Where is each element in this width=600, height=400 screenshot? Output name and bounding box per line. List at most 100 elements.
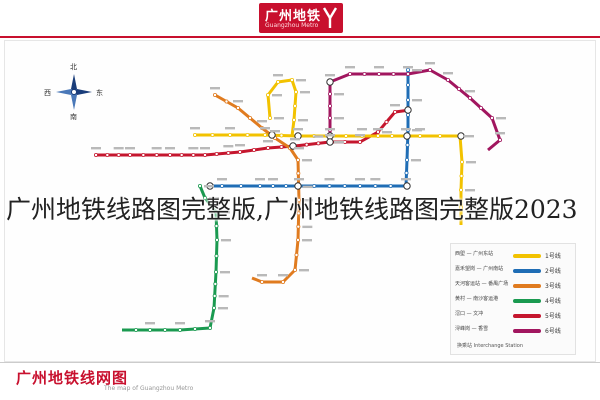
station-dot[interactable]: [304, 142, 309, 147]
station-dot[interactable]: [327, 104, 332, 109]
legend-row-line2[interactable]: 嘉禾望岗 — 广州南站 2号线: [455, 265, 573, 277]
station-dot[interactable]: [212, 293, 217, 298]
station-dot[interactable]: [267, 116, 272, 121]
station-dot[interactable]: [213, 281, 218, 286]
station-dot[interactable]: [343, 133, 348, 138]
station-dot[interactable]: [342, 183, 347, 188]
station-dot[interactable]: [362, 72, 367, 77]
legend-row-line5[interactable]: 滘口 — 文冲 5号线: [455, 310, 573, 322]
station-dot[interactable]: [291, 118, 296, 123]
station-dot[interactable]: [265, 145, 270, 150]
station-dot[interactable]: [141, 152, 146, 157]
station-dot[interactable]: [389, 133, 394, 138]
station-dot[interactable]: [275, 80, 280, 85]
line5-route[interactable]: [96, 108, 411, 157]
station-dot[interactable]: [391, 72, 396, 77]
station-dot[interactable]: [214, 237, 219, 242]
interchange-station[interactable]: [404, 106, 412, 114]
station-dot[interactable]: [279, 144, 284, 149]
legend-row-line1[interactable]: 西塱 — 广州东站 1号线: [455, 250, 573, 262]
station-dot[interactable]: [257, 183, 262, 188]
station-dot[interactable]: [127, 152, 132, 157]
station-dot[interactable]: [167, 152, 172, 157]
interchange-station[interactable]: [326, 138, 334, 146]
station-dot[interactable]: [214, 253, 219, 258]
station-dot[interactable]: [296, 211, 301, 216]
station-dot[interactable]: [357, 139, 362, 144]
legend-row-line3[interactable]: 天河客运站 — 番禺广场 3号线: [455, 280, 573, 292]
station-dot[interactable]: [405, 113, 410, 118]
station-dot[interactable]: [94, 152, 99, 157]
station-dot[interactable]: [147, 327, 152, 332]
station-dot[interactable]: [405, 83, 410, 88]
station-dot[interactable]: [456, 87, 461, 92]
line6-route[interactable]: [328, 68, 502, 152]
station-dot[interactable]: [405, 68, 410, 73]
line1-branch-route[interactable]: [266, 78, 298, 137]
interchange-station[interactable]: [457, 132, 465, 140]
interchange-station[interactable]: [326, 78, 334, 86]
station-dot[interactable]: [327, 116, 332, 121]
station-dot[interactable]: [347, 72, 352, 77]
station-dot[interactable]: [294, 252, 299, 257]
station-dot[interactable]: [219, 183, 224, 188]
station-dot[interactable]: [376, 72, 381, 77]
station-dot[interactable]: [265, 93, 270, 98]
station-dot[interactable]: [211, 305, 216, 310]
station-dot[interactable]: [327, 183, 332, 188]
station-dot[interactable]: [213, 269, 218, 274]
station-dot[interactable]: [116, 152, 121, 157]
station-dot[interactable]: [293, 90, 298, 95]
station-dot[interactable]: [388, 183, 393, 188]
station-dot[interactable]: [210, 132, 215, 137]
station-dot[interactable]: [207, 325, 212, 330]
station-dot[interactable]: [202, 152, 207, 157]
station-dot[interactable]: [162, 327, 167, 332]
station-dot[interactable]: [224, 99, 229, 104]
station-dot[interactable]: [202, 195, 207, 200]
station-dot[interactable]: [459, 159, 464, 164]
station-dot[interactable]: [289, 78, 294, 83]
station-dot[interactable]: [105, 152, 110, 157]
station-dot[interactable]: [405, 142, 410, 147]
station-dot[interactable]: [214, 151, 219, 156]
station-dot[interactable]: [295, 157, 300, 162]
station-dot[interactable]: [467, 96, 472, 101]
interchange-station[interactable]: [403, 182, 411, 190]
station-dot[interactable]: [295, 237, 300, 242]
station-dot[interactable]: [357, 183, 362, 188]
station-dot[interactable]: [404, 157, 409, 162]
metro-logo[interactable]: 广州地铁 Guangzhou Metro: [259, 3, 343, 33]
line3-route[interactable]: [214, 93, 301, 284]
station-dot[interactable]: [259, 279, 264, 284]
interchange-station[interactable]: [403, 132, 411, 140]
station-dot[interactable]: [312, 183, 317, 188]
station-dot[interactable]: [133, 327, 138, 332]
station-dot[interactable]: [458, 187, 463, 192]
station-dot[interactable]: [212, 93, 217, 98]
station-dot[interactable]: [437, 133, 442, 138]
station-dot[interactable]: [458, 205, 463, 210]
legend-row-line4[interactable]: 黄村 — 南沙客运港 4号线: [455, 295, 573, 307]
station-dot[interactable]: [280, 279, 285, 284]
station-dot[interactable]: [296, 224, 301, 229]
station-dot[interactable]: [213, 209, 218, 214]
station-dot[interactable]: [177, 327, 182, 332]
station-dot[interactable]: [247, 116, 252, 121]
station-dot[interactable]: [427, 68, 432, 73]
station-dot[interactable]: [262, 132, 267, 137]
station-dot[interactable]: [292, 104, 297, 109]
station-dot[interactable]: [417, 133, 422, 138]
station-dot[interactable]: [404, 170, 409, 175]
station-dot[interactable]: [191, 152, 196, 157]
station-dot[interactable]: [405, 72, 410, 77]
station-dot[interactable]: [405, 98, 410, 103]
station-dot[interactable]: [192, 326, 197, 331]
station-dot[interactable]: [392, 110, 397, 115]
station-dot[interactable]: [296, 171, 301, 176]
station-dot[interactable]: [251, 147, 256, 152]
station-dot[interactable]: [497, 137, 502, 142]
station-dot[interactable]: [375, 133, 380, 138]
station-dot[interactable]: [245, 132, 250, 137]
station-dot[interactable]: [375, 129, 380, 134]
